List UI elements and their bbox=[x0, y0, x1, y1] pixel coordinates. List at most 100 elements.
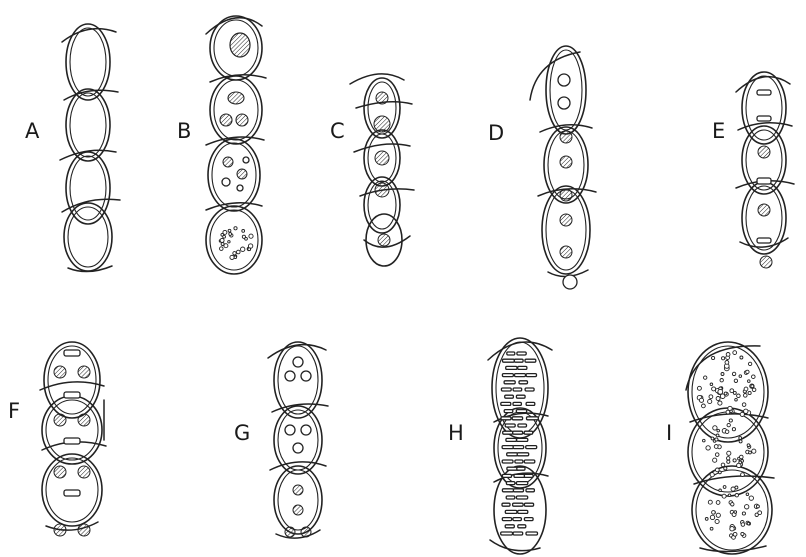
ascospore-bar bbox=[516, 395, 525, 398]
spore-dot bbox=[714, 445, 718, 449]
ascospore-bar bbox=[518, 510, 528, 513]
ascospore-bar bbox=[513, 431, 523, 434]
spore-dot bbox=[727, 451, 731, 455]
ascospore-bar bbox=[525, 388, 534, 391]
panel-label-f: F bbox=[8, 399, 20, 423]
spore-dot bbox=[713, 458, 717, 462]
spore-dot bbox=[721, 463, 725, 467]
panel-e: E bbox=[712, 72, 794, 268]
chain-d bbox=[530, 46, 596, 289]
ascospore-bar bbox=[527, 417, 539, 420]
spore-dot bbox=[748, 380, 751, 383]
spore-dot bbox=[734, 379, 737, 382]
ascospore-bar bbox=[513, 518, 522, 521]
spore-dot bbox=[711, 437, 714, 440]
ascospore-bar bbox=[502, 374, 513, 377]
spore-dot bbox=[741, 532, 744, 535]
spore-dot bbox=[727, 457, 730, 460]
ascospore-bar bbox=[512, 417, 522, 420]
spore-dot bbox=[708, 399, 712, 403]
ascospore-bar bbox=[503, 431, 513, 434]
spore-dot bbox=[709, 395, 713, 399]
spore-dot bbox=[712, 387, 716, 391]
spore-dot bbox=[710, 473, 714, 477]
spore-dot bbox=[704, 376, 707, 379]
spore-dot bbox=[710, 527, 713, 530]
spore-dot bbox=[749, 496, 753, 500]
spore-dot bbox=[733, 351, 737, 355]
ascospore-bar bbox=[516, 496, 527, 499]
spore-dot bbox=[732, 428, 735, 431]
ascospore-bar bbox=[502, 460, 513, 463]
spore-dot bbox=[708, 500, 712, 504]
spore-dot bbox=[242, 235, 245, 238]
chain-g bbox=[268, 342, 328, 538]
ascospore-bar bbox=[501, 532, 513, 535]
ascospore-bar bbox=[516, 410, 526, 413]
spore-cluster-b bbox=[219, 227, 253, 260]
ascospore-bar bbox=[514, 359, 523, 362]
spore-dot bbox=[744, 394, 748, 398]
spore-dot bbox=[729, 419, 732, 422]
ascospore-bar bbox=[502, 474, 511, 477]
spore-dot bbox=[740, 356, 743, 359]
ascospore-bar bbox=[507, 453, 518, 456]
spore-dot bbox=[223, 235, 226, 238]
chain-c bbox=[350, 74, 414, 266]
spore-dot bbox=[229, 233, 232, 236]
ascospore-bar bbox=[502, 489, 513, 492]
ascospore-bar bbox=[503, 359, 515, 362]
ascospore-bar bbox=[502, 446, 513, 449]
ascospore-bar bbox=[518, 366, 527, 369]
spore-dot bbox=[241, 247, 245, 251]
spore-dot bbox=[747, 522, 750, 525]
ascospore-bar bbox=[505, 395, 514, 398]
ascospore-bar bbox=[517, 453, 529, 456]
panel-b: B bbox=[177, 16, 266, 274]
spore-dot bbox=[748, 362, 751, 365]
spore-dot bbox=[752, 449, 756, 453]
ascospore-bar bbox=[501, 388, 511, 391]
spore-dot bbox=[746, 493, 749, 496]
spore-dot bbox=[734, 511, 737, 514]
spore-dot bbox=[739, 461, 742, 464]
spore-dot bbox=[242, 230, 245, 233]
ascospore-bar bbox=[507, 352, 515, 355]
spore-dot bbox=[715, 519, 719, 523]
ascospore-bar bbox=[524, 460, 535, 463]
spore-dot bbox=[720, 379, 723, 382]
spore-dot bbox=[725, 430, 729, 434]
ascospore-bar bbox=[506, 482, 515, 485]
chain-a bbox=[60, 24, 120, 272]
spore-dot bbox=[749, 451, 752, 454]
spore-dot bbox=[697, 386, 701, 390]
panel-label-g: G bbox=[234, 421, 250, 445]
ascospore-bar bbox=[505, 424, 515, 427]
spore-dot bbox=[719, 489, 722, 492]
spore-dot bbox=[220, 247, 224, 251]
panel-label-i: I bbox=[666, 421, 672, 445]
ascospore-bar bbox=[501, 417, 511, 420]
ascospore-bar bbox=[505, 510, 517, 513]
spore-dot bbox=[737, 394, 741, 398]
spore-dot bbox=[723, 486, 726, 489]
spore-dot bbox=[751, 385, 754, 388]
spore-dot bbox=[716, 397, 720, 401]
spore-dot bbox=[731, 487, 735, 491]
spore-dot bbox=[756, 505, 759, 508]
spore-dot bbox=[739, 375, 742, 378]
ascospore-bar bbox=[505, 525, 514, 528]
spore-dot bbox=[710, 383, 713, 386]
spore-dot bbox=[221, 243, 224, 246]
spore-dot bbox=[731, 503, 734, 506]
spore-dot bbox=[744, 409, 748, 413]
spore-dot bbox=[740, 455, 744, 459]
ascospore-bar bbox=[513, 446, 524, 449]
spore-dot bbox=[237, 250, 241, 254]
spore-dot bbox=[718, 401, 722, 405]
spore-dot bbox=[223, 230, 227, 234]
ascospore-bar bbox=[506, 438, 517, 441]
ascospore-bar bbox=[515, 374, 526, 377]
spore-dot bbox=[721, 373, 724, 376]
